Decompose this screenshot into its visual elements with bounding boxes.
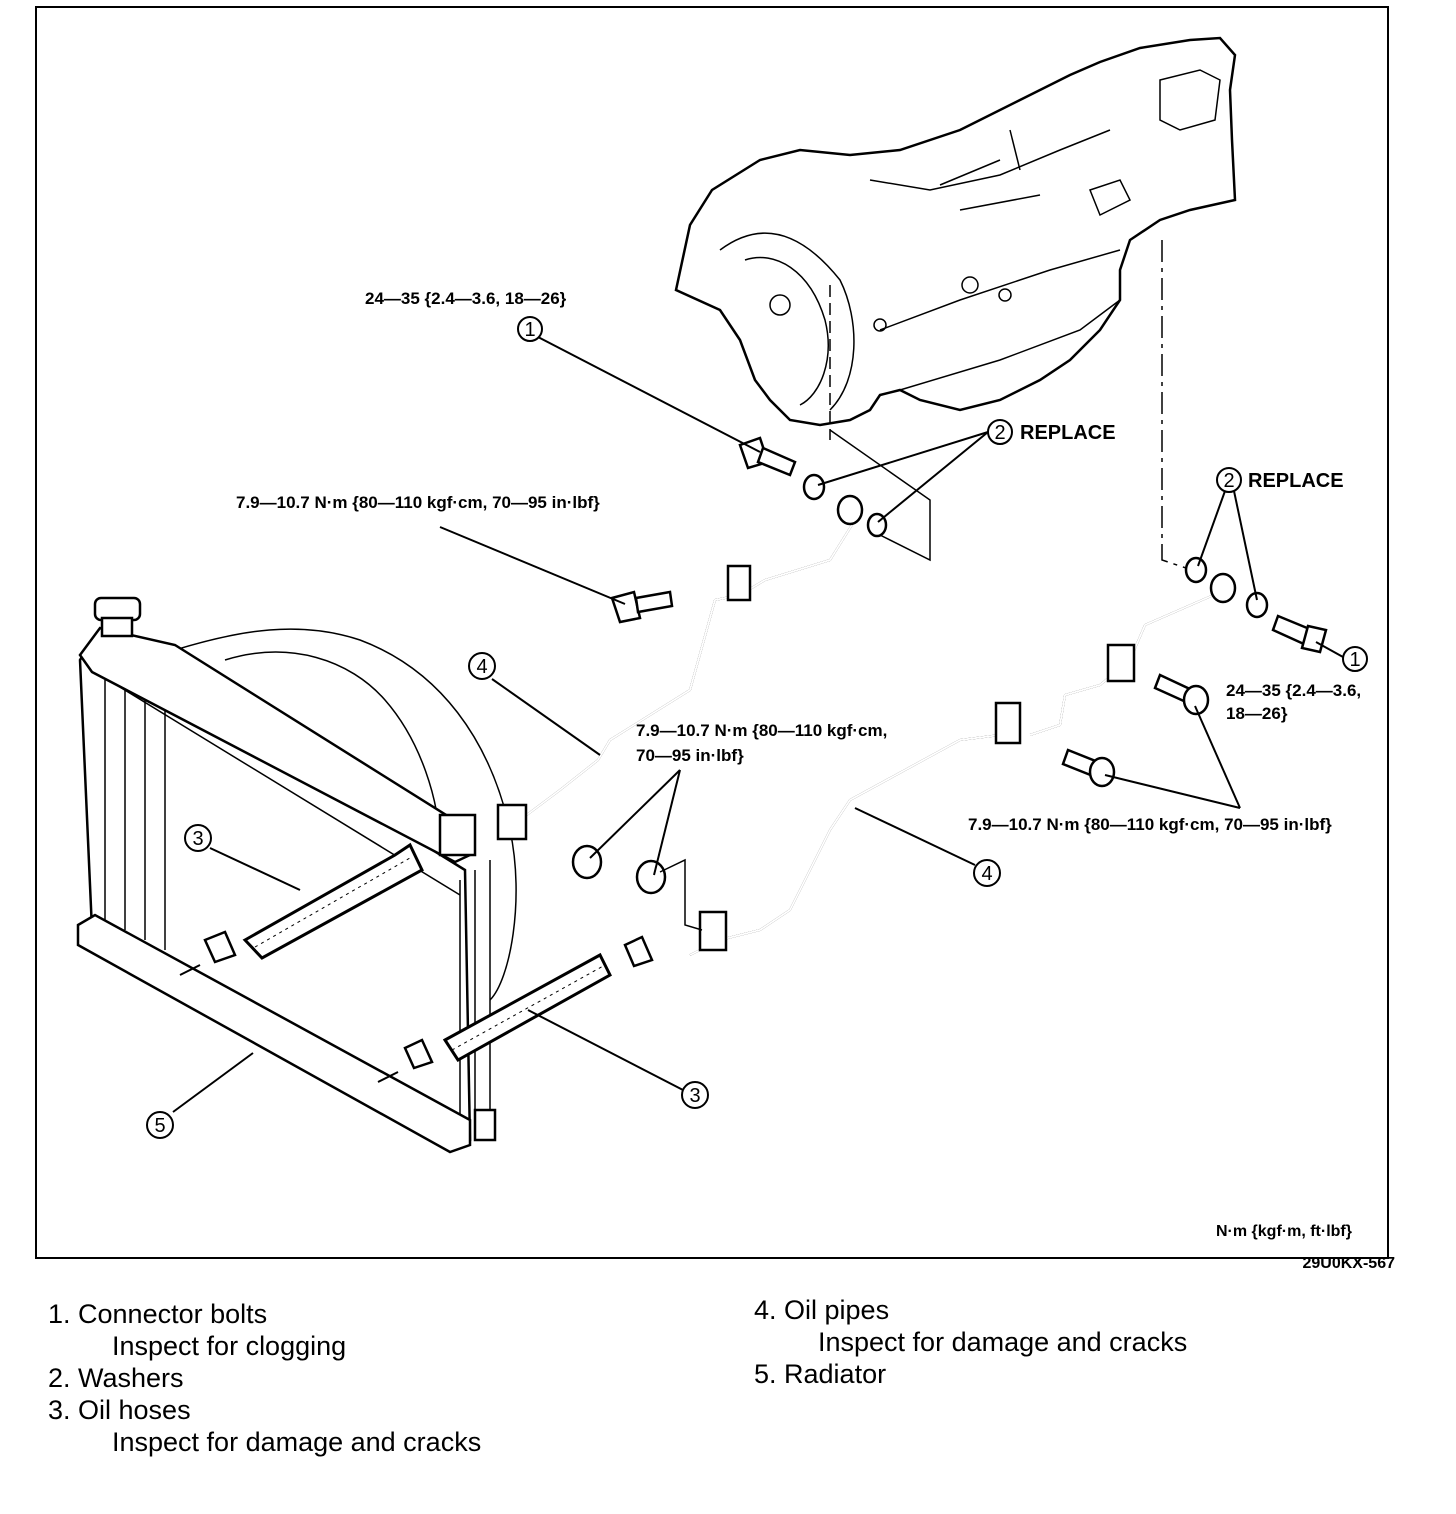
torque-label-right-line2: 18—26}	[1226, 704, 1288, 723]
callout-5: 5	[146, 1111, 174, 1139]
svg-text:3: 3	[192, 828, 203, 850]
legend-item-2: 2. Washers	[48, 1363, 184, 1393]
diagram-frame	[35, 6, 1389, 1259]
figure-code: 29U0KX-567	[1303, 1255, 1396, 1272]
oil-pipe-lower	[689, 572, 1237, 956]
callout-1-right: 1	[1342, 646, 1368, 672]
replace-label-right: REPLACE	[1248, 470, 1344, 492]
radiator-illustration	[76, 596, 517, 1154]
oil-pipe-upper	[496, 494, 864, 841]
svg-text:5: 5	[154, 1115, 165, 1137]
torque-label-mid-line2: 70—95 in·lbf}	[636, 746, 744, 765]
torque-label-pipe-upper: 7.9—10.7 N·m {80—110 kgf·cm, 70—95 in·lb…	[236, 493, 600, 512]
torque-label-mid-line1: 7.9—10.7 N·m {80—110 kgf·cm,	[636, 721, 887, 740]
legend-item-4: 4. Oil pipes Inspect for damage and crac…	[754, 1295, 1188, 1357]
legend-item-3: 3. Oil hoses Inspect for damage and crac…	[48, 1395, 482, 1457]
svg-text:4: 4	[981, 863, 992, 885]
svg-text:4: 4	[476, 656, 487, 678]
legend-item-5: 5. Radiator	[754, 1359, 887, 1389]
oil-hose-upper	[242, 842, 424, 960]
units-label: N·m {kgf·m, ft·lbf}	[1216, 1223, 1352, 1240]
torque-label-top-left: 24—35 {2.4—3.6, 18—26}	[365, 289, 567, 308]
callout-2-right: 2	[1216, 467, 1242, 493]
parts-legend: 1. Connector bolts Inspect for clogging …	[0, 1295, 1456, 1498]
transmission-illustration	[674, 36, 1237, 427]
torque-label-right-lower: 7.9—10.7 N·m {80—110 kgf·cm, 70—95 in·lb…	[968, 815, 1332, 834]
svg-text:2: 2	[1223, 470, 1234, 492]
replace-label-top: REPLACE	[1020, 422, 1116, 444]
callout-4-upper: 4	[468, 652, 496, 680]
callout-2-top: 2	[987, 419, 1013, 445]
callout-4-lower: 4	[973, 859, 1001, 887]
torque-label-right-line1: 24—35 {2.4—3.6,	[1226, 681, 1361, 700]
svg-text:3: 3	[689, 1085, 700, 1107]
svg-text:2: 2	[994, 422, 1005, 444]
oil-hose-lower	[442, 952, 612, 1062]
legend-item-1: 1. Connector bolts Inspect for clogging	[48, 1299, 347, 1361]
oil-cooler-diagram: 1 1 2 2 3 3 4 4 5 24—35 {2.4—3.6, 18—26}…	[35, 6, 1396, 1272]
callout-1-top: 1	[517, 316, 543, 342]
callout-3-upper: 3	[184, 824, 212, 852]
svg-text:1: 1	[1349, 649, 1360, 671]
svg-text:1: 1	[524, 319, 535, 341]
callout-3-lower: 3	[681, 1081, 709, 1109]
